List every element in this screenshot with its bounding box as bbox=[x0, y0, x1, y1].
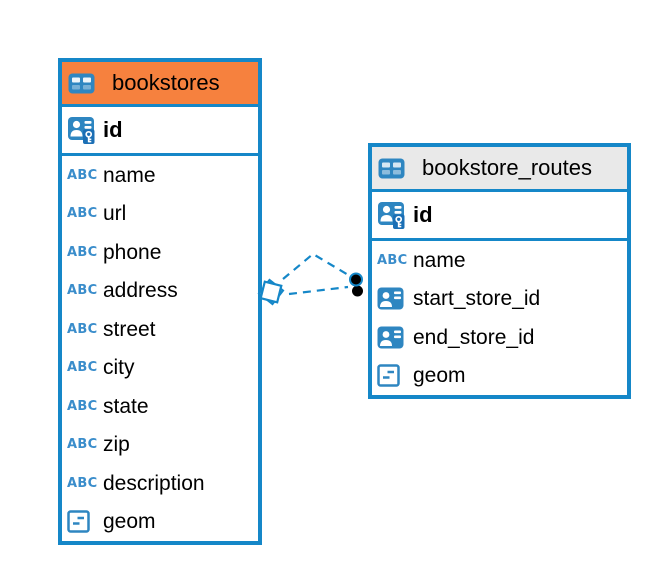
column-label: state bbox=[103, 394, 149, 418]
column-label: start_store_id bbox=[413, 287, 541, 311]
column-label: city bbox=[103, 356, 135, 380]
table-title: bookstore_routes bbox=[422, 155, 592, 180]
text-type-icon: ABC bbox=[67, 244, 98, 260]
text-type-icon: ABC bbox=[67, 437, 98, 453]
text-type-icon: ABC bbox=[67, 321, 98, 337]
column-label: end_store_id bbox=[413, 325, 535, 349]
bookstores-column-address[interactable]: ABC address bbox=[62, 271, 258, 310]
bookstores-column-city[interactable]: ABC city bbox=[62, 348, 258, 387]
primary-key-icon bbox=[377, 200, 413, 230]
routes-column-id[interactable]: id bbox=[372, 192, 627, 238]
column-label: zip bbox=[103, 433, 130, 457]
table-bookstore-routes[interactable]: bookstore_routes id bbox=[368, 143, 631, 399]
column-label: geom bbox=[103, 510, 156, 534]
bookstores-column-state[interactable]: ABC state bbox=[62, 387, 258, 426]
text-type-icon: ABC bbox=[67, 398, 98, 414]
bookstores-column-phone[interactable]: ABC phone bbox=[62, 233, 258, 272]
bookstores-column-description[interactable]: ABC description bbox=[62, 464, 258, 503]
text-type-icon: ABC bbox=[67, 360, 98, 376]
fk-line-end-store[interactable] bbox=[288, 285, 349, 296]
bookstores-column-id[interactable]: id bbox=[62, 107, 258, 153]
column-label: id bbox=[103, 117, 123, 142]
column-label: street bbox=[103, 317, 156, 341]
geometry-type-icon bbox=[67, 510, 103, 533]
routes-columns: ABC name start_store_id bbox=[372, 241, 627, 395]
foreign-key-icon bbox=[377, 326, 413, 349]
foreign-key-icon bbox=[377, 287, 413, 310]
table-bookstores[interactable]: bookstores id bbox=[58, 58, 262, 545]
column-label: description bbox=[103, 471, 205, 495]
fk-line-start-store[interactable] bbox=[282, 252, 351, 280]
column-label: name bbox=[103, 163, 156, 187]
bookstores-columns: ABC name ABC url ABC phone ABC address A… bbox=[62, 156, 258, 541]
routes-column-name[interactable]: ABC name bbox=[372, 241, 627, 280]
bookstores-column-street[interactable]: ABC street bbox=[62, 310, 258, 349]
key-divider bbox=[372, 238, 627, 241]
column-label: phone bbox=[103, 240, 162, 264]
text-type-icon: ABC bbox=[377, 252, 408, 268]
column-label: name bbox=[413, 248, 466, 272]
column-label: url bbox=[103, 202, 127, 226]
table-icon bbox=[68, 73, 104, 94]
connector-diamond-endpoint bbox=[257, 278, 285, 306]
text-type-icon: ABC bbox=[67, 167, 98, 183]
header-divider bbox=[62, 104, 258, 107]
header-divider bbox=[372, 189, 627, 192]
bookstores-column-url[interactable]: ABC url bbox=[62, 194, 258, 233]
connector-dot-endpoint bbox=[349, 272, 363, 297]
bookstores-column-geom[interactable]: geom bbox=[62, 502, 258, 541]
primary-key-icon bbox=[67, 115, 103, 145]
column-label: geom bbox=[413, 364, 466, 388]
key-divider bbox=[62, 153, 258, 156]
bookstores-column-name[interactable]: ABC name bbox=[62, 156, 258, 195]
column-label: address bbox=[103, 279, 178, 303]
routes-column-start-store-id[interactable]: start_store_id bbox=[372, 279, 627, 318]
table-header-bookstores[interactable]: bookstores bbox=[62, 62, 258, 104]
bookstores-column-zip[interactable]: ABC zip bbox=[62, 425, 258, 464]
routes-column-end-store-id[interactable]: end_store_id bbox=[372, 318, 627, 357]
table-icon bbox=[378, 158, 414, 179]
text-type-icon: ABC bbox=[67, 283, 98, 299]
text-type-icon: ABC bbox=[67, 206, 98, 222]
table-header-bookstore-routes[interactable]: bookstore_routes bbox=[372, 147, 627, 189]
geometry-type-icon bbox=[377, 364, 413, 387]
routes-column-geom[interactable]: geom bbox=[372, 356, 627, 395]
text-type-icon: ABC bbox=[67, 475, 98, 491]
table-title: bookstores bbox=[112, 70, 220, 95]
column-label: id bbox=[413, 202, 433, 227]
